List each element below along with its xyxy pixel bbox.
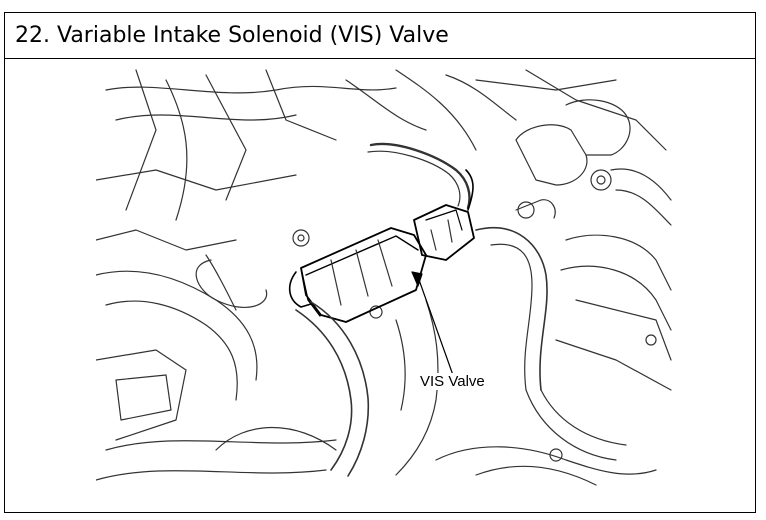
section-title: 22. Variable Intake Solenoid (VIS) Valve (15, 23, 449, 48)
procedure-panel: 22. Variable Intake Solenoid (VIS) Valve (4, 12, 756, 513)
section-header: 22. Variable Intake Solenoid (VIS) Valve (5, 13, 755, 59)
engine-bay-illustration (96, 60, 672, 494)
engine-line-drawing (96, 69, 672, 486)
vis-valve-callout-label: VIS Valve (418, 373, 487, 390)
